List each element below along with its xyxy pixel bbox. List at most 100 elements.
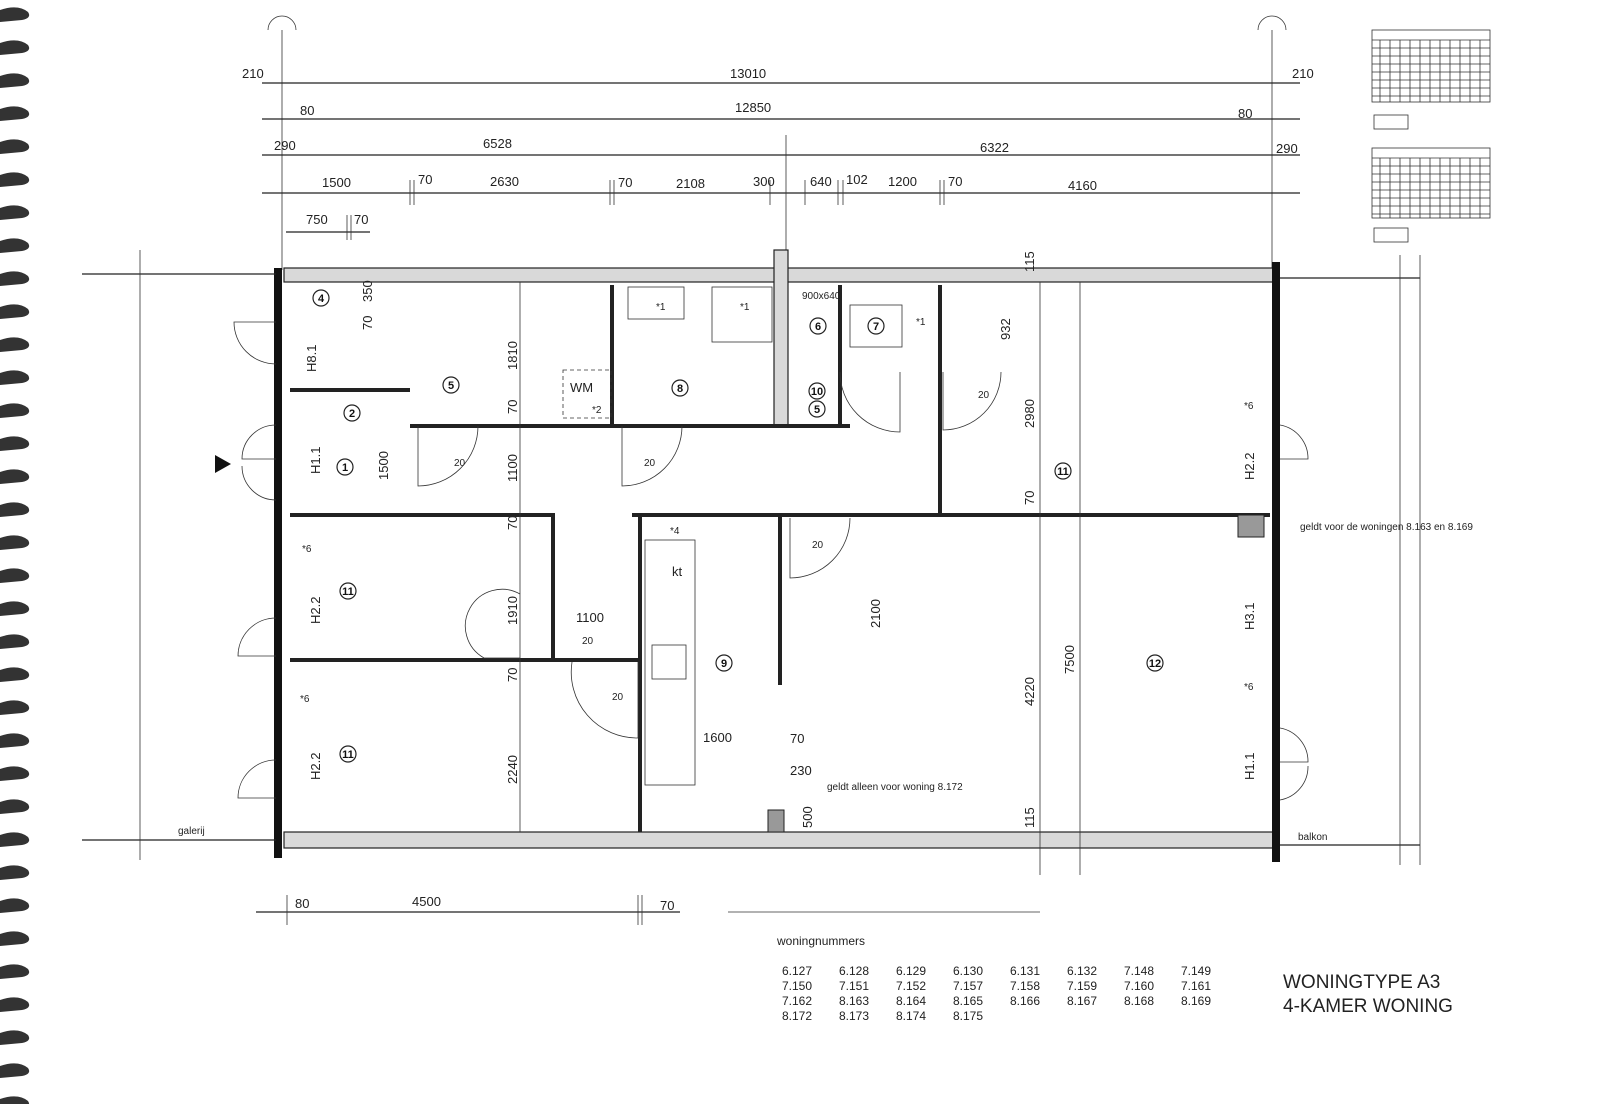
binding-ring: [0, 436, 30, 451]
svg-text:geldt voor de woningen 8.163 e: geldt voor de woningen 8.163 en 8.169: [1300, 522, 1473, 533]
svg-text:1100: 1100: [505, 454, 520, 482]
svg-text:H1.1: H1.1: [308, 447, 323, 474]
binding-ring: [0, 40, 30, 55]
svg-text:*1: *1: [740, 302, 750, 313]
binding-ring: [0, 7, 30, 22]
svg-text:1: 1: [342, 462, 348, 474]
svg-text:290: 290: [274, 138, 296, 153]
binding-ring: [0, 205, 30, 220]
table-cell: 6.127: [782, 964, 812, 978]
svg-text:70: 70: [505, 668, 520, 682]
binding-ring: [0, 172, 30, 187]
entrance-arrow-icon: [215, 455, 231, 473]
svg-text:70: 70: [418, 172, 432, 187]
binding-ring: [0, 865, 30, 880]
binding-ring: [0, 502, 30, 517]
binding-ring: [0, 271, 30, 286]
svg-text:4220: 4220: [1022, 677, 1037, 706]
svg-text:4160: 4160: [1068, 178, 1097, 193]
svg-text:300: 300: [753, 174, 775, 189]
table-cell: 6.132: [1067, 964, 1097, 978]
svg-text:7500: 7500: [1062, 645, 1077, 674]
svg-text:70: 70: [790, 731, 804, 746]
svg-text:*2: *2: [592, 405, 602, 416]
interior-dimensions: 70 350 1810 70 1100 1500 932 2980 70 115…: [360, 251, 1077, 828]
svg-text:10: 10: [811, 386, 823, 398]
table-cell: 8.165: [953, 994, 983, 1008]
table-cell: 7.162: [782, 994, 812, 1008]
svg-text:932: 932: [998, 318, 1013, 340]
svg-text:11: 11: [342, 749, 354, 761]
svg-text:70: 70: [1022, 491, 1037, 505]
table-cell: 8.175: [953, 1009, 983, 1023]
svg-text:20: 20: [812, 540, 824, 551]
table-cell: 8.167: [1067, 994, 1097, 1008]
svg-text:115: 115: [1022, 807, 1037, 828]
svg-text:galerij: galerij: [178, 826, 205, 837]
table-cell: 6.128: [839, 964, 869, 978]
table-cell: 8.172: [782, 1009, 812, 1023]
svg-text:70: 70: [360, 316, 375, 330]
dimension-lines: [256, 82, 1300, 925]
table-cell: 8.163: [839, 994, 869, 1008]
binding-ring: [0, 634, 30, 649]
binding-ring: [0, 601, 30, 616]
svg-text:210: 210: [242, 66, 264, 81]
svg-text:*6: *6: [300, 694, 310, 705]
svg-text:13010: 13010: [730, 66, 766, 81]
interior-walls: [290, 282, 1270, 875]
svg-text:70: 70: [505, 400, 520, 414]
svg-text:11: 11: [342, 586, 354, 598]
grid-marker-right: [1257, 15, 1287, 31]
binding-ring: [0, 337, 30, 352]
title-line-2: 4-KAMER WONING: [1283, 996, 1453, 1017]
binding-ring: [0, 964, 30, 979]
binding-ring: [0, 304, 30, 319]
svg-text:102: 102: [846, 172, 868, 187]
table-cell: 7.161: [1181, 979, 1211, 993]
binding-ring: [0, 568, 30, 583]
table-cell: 7.150: [782, 979, 812, 993]
svg-text:80: 80: [1238, 106, 1252, 121]
svg-text:WM: WM: [570, 380, 593, 395]
svg-text:4: 4: [318, 293, 325, 305]
svg-text:210: 210: [1292, 66, 1314, 81]
table-cell: 8.169: [1181, 994, 1211, 1008]
binding-ring: [0, 766, 30, 781]
svg-text:20: 20: [612, 692, 624, 703]
svg-text:80: 80: [295, 896, 309, 911]
table-cell: 7.158: [1010, 979, 1040, 993]
binding-ring: [0, 403, 30, 418]
grid-marker-left: [267, 15, 297, 31]
svg-text:balkon: balkon: [1298, 832, 1327, 843]
svg-text:20: 20: [454, 458, 466, 469]
svg-text:2100: 2100: [868, 599, 883, 628]
svg-text:900x640: 900x640: [802, 291, 841, 302]
binding-ring: [0, 139, 30, 154]
svg-text:6528: 6528: [483, 136, 512, 151]
svg-text:2630: 2630: [490, 174, 519, 189]
binding-ring: [0, 667, 30, 682]
svg-text:1500: 1500: [322, 175, 351, 190]
binding-ring: [0, 799, 30, 814]
svg-text:70: 70: [354, 212, 368, 227]
svg-text:70: 70: [618, 175, 632, 190]
room-codes: H8.1 H1.1 H2.2 H2.2 H2.2 H3.1 H1.1 WM kt…: [304, 291, 1257, 780]
svg-text:1200: 1200: [888, 174, 917, 189]
svg-text:1810: 1810: [505, 341, 520, 370]
room-numbers: 1 2 4 5 8 6 7 10 5 11 11 11 9 12: [312, 289, 1164, 763]
svg-text:20: 20: [582, 636, 594, 647]
svg-text:*4: *4: [670, 526, 680, 537]
binding-ring: [0, 1030, 30, 1045]
svg-text:H2.2: H2.2: [1242, 453, 1257, 480]
svg-text:6: 6: [815, 321, 821, 333]
binding-ring: [0, 997, 30, 1012]
svg-text:2240: 2240: [505, 755, 520, 784]
binding-ring: [0, 1096, 30, 1104]
binding-ring: [0, 931, 30, 946]
table-cell: 8.164: [896, 994, 926, 1008]
table-cell: 7.152: [896, 979, 926, 993]
svg-text:1910: 1910: [505, 596, 520, 625]
svg-text:*1: *1: [656, 302, 666, 313]
